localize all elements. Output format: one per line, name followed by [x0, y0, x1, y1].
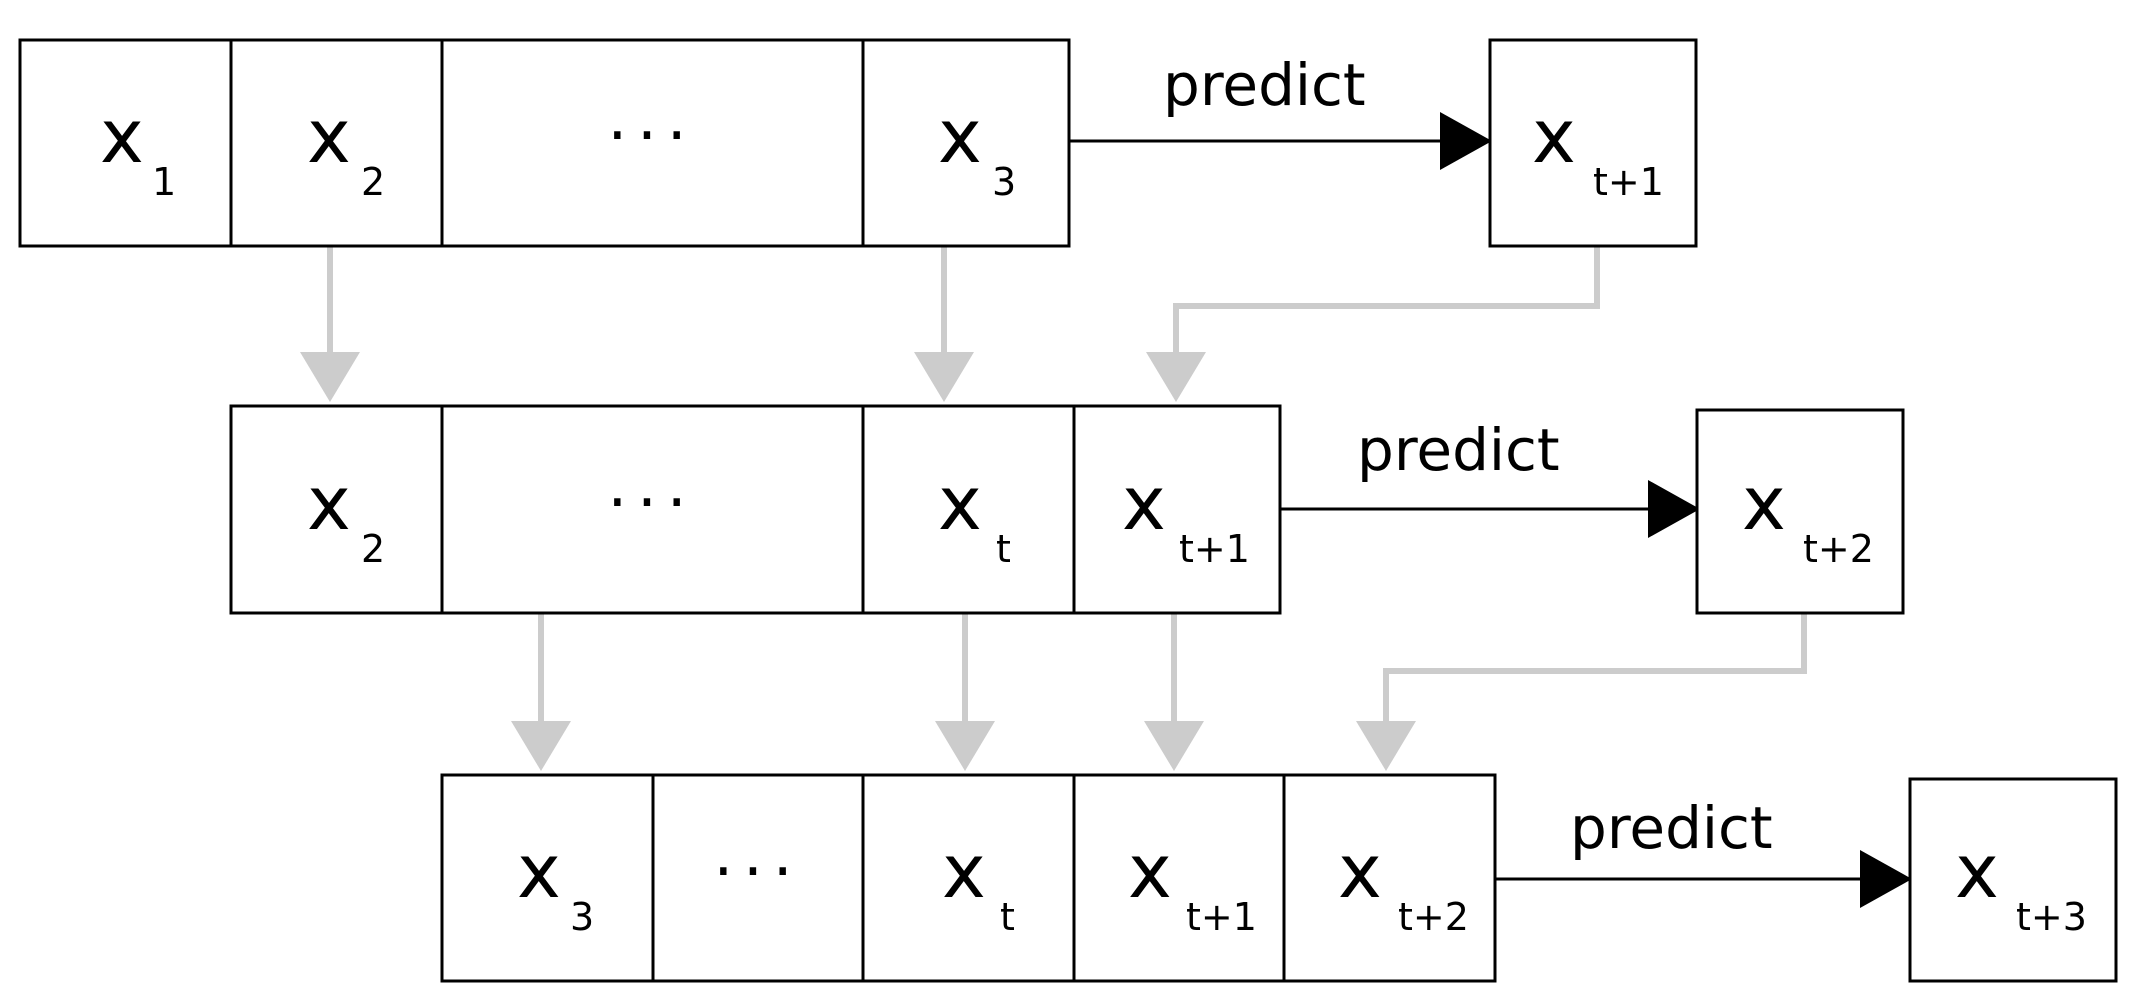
shift-arrow-xt-head: [914, 352, 974, 402]
feedback-arrow-xt1: [1173, 246, 1600, 356]
output-variable: x: [1742, 461, 1786, 547]
shift-arrow-xt-2-head: [935, 721, 995, 771]
predict-label: predict: [1357, 416, 1560, 484]
output-subscript: t+2: [1803, 527, 1874, 571]
cell-variable: x: [942, 829, 986, 915]
window-cell-ellipsis: ···: [440, 404, 865, 615]
window-cell: x 3: [440, 773, 655, 983]
ellipsis: ···: [607, 466, 696, 539]
feedback-arrow-xt1-head: [1146, 352, 1206, 402]
window-cell: x 2: [229, 404, 444, 615]
output-variable: x: [1955, 829, 1999, 915]
shift-arrow-x3-head: [511, 721, 571, 771]
cell-subscript: t+2: [1398, 895, 1469, 939]
window-cell: x t+1: [1072, 773, 1286, 983]
predict-label: predict: [1163, 51, 1366, 119]
output-cell: x t+3: [1908, 777, 2118, 983]
cell-subscript: 3: [992, 160, 1016, 204]
output-subscript: t+3: [2016, 895, 2087, 939]
window-cell: x t: [861, 404, 1076, 615]
window-cell: x 2: [229, 38, 444, 248]
cell-variable: x: [1122, 461, 1166, 547]
cell-variable: x: [1338, 829, 1382, 915]
window-row-1: x 1 x 2 ··· x 3 predict x t+1: [18, 38, 1698, 248]
cell-variable: x: [517, 829, 561, 915]
window-cell: x 1: [18, 38, 233, 248]
cell-subscript: t+1: [1186, 895, 1257, 939]
predict-arrow-head: [1860, 850, 1912, 908]
window-cell: x t+2: [1282, 773, 1497, 983]
output-variable: x: [1532, 94, 1576, 180]
window-cell-ellipsis: ···: [651, 773, 865, 983]
cell-subscript: 2: [361, 527, 385, 571]
window-cell: x 3: [861, 38, 1071, 248]
shift-arrow-xt1-2-head: [1144, 721, 1204, 771]
window-cell: x t: [861, 773, 1076, 983]
cell-subscript: t: [1000, 895, 1015, 939]
feedback-arrow-xt2-head: [1356, 721, 1416, 771]
cell-variable: x: [1128, 829, 1172, 915]
window-row-2: x 2 ··· x t x t+1 predict x t+2: [229, 404, 1905, 615]
cell-subscript: 1: [152, 160, 176, 204]
cell-variable: x: [938, 461, 982, 547]
feedback-arrow-xt2: [1383, 613, 1807, 725]
cell-variable: x: [307, 461, 351, 547]
output-subscript: t+1: [1593, 160, 1664, 204]
cell-subscript: t+1: [1179, 527, 1250, 571]
predict-label: predict: [1570, 794, 1773, 862]
predict-arrow-head: [1440, 112, 1492, 170]
cell-variable: x: [938, 94, 982, 180]
shift-arrows: [300, 246, 1807, 771]
window-cell: x t+1: [1072, 404, 1282, 615]
shift-arrow-x2-head: [300, 352, 360, 402]
cell-variable: x: [100, 94, 144, 180]
ellipsis: ···: [607, 99, 696, 172]
output-cell: x t+2: [1695, 408, 1905, 615]
cell-variable: x: [307, 94, 351, 180]
cell-subscript: 2: [361, 160, 385, 204]
output-cell: x t+1: [1488, 38, 1698, 248]
ellipsis: ···: [713, 835, 802, 908]
window-cell-ellipsis: ···: [440, 38, 865, 248]
window-row-3: x 3 ··· x t x t+1 x t+2 predict x t+3: [440, 773, 2118, 983]
cell-subscript: t: [996, 527, 1011, 571]
cell-subscript: 3: [570, 895, 594, 939]
predict-arrow-head: [1648, 480, 1700, 538]
